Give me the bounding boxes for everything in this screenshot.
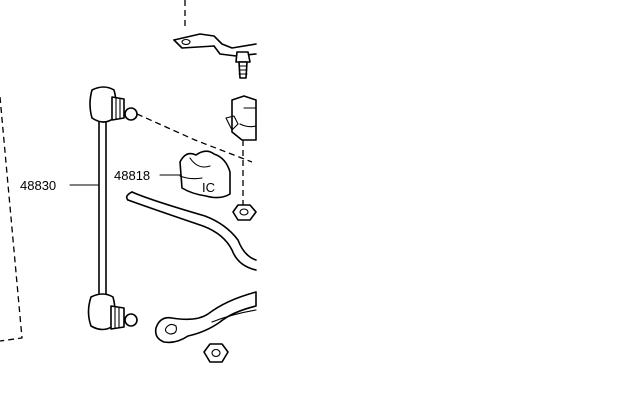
stabilizer-bushing: IC	[179, 150, 231, 199]
stabilizer-bar	[125, 191, 257, 271]
bushing-mark: IC	[202, 180, 215, 195]
lower-nut	[203, 343, 229, 363]
upper-nut	[232, 204, 257, 221]
svg-text:48830: 48830	[20, 178, 56, 193]
label-stabilizer-link: 48830	[20, 178, 99, 193]
bushing-bracket	[225, 95, 257, 141]
label-stabilizer-bushing: 48818	[114, 168, 181, 183]
assembly-boundary-left	[0, 96, 23, 342]
stabilizer-link	[87, 86, 138, 331]
svg-text:48818: 48818	[114, 168, 150, 183]
mounting-bolt	[235, 51, 251, 79]
lower-arm	[154, 291, 257, 344]
upper-stud-alignment-line	[136, 113, 253, 163]
